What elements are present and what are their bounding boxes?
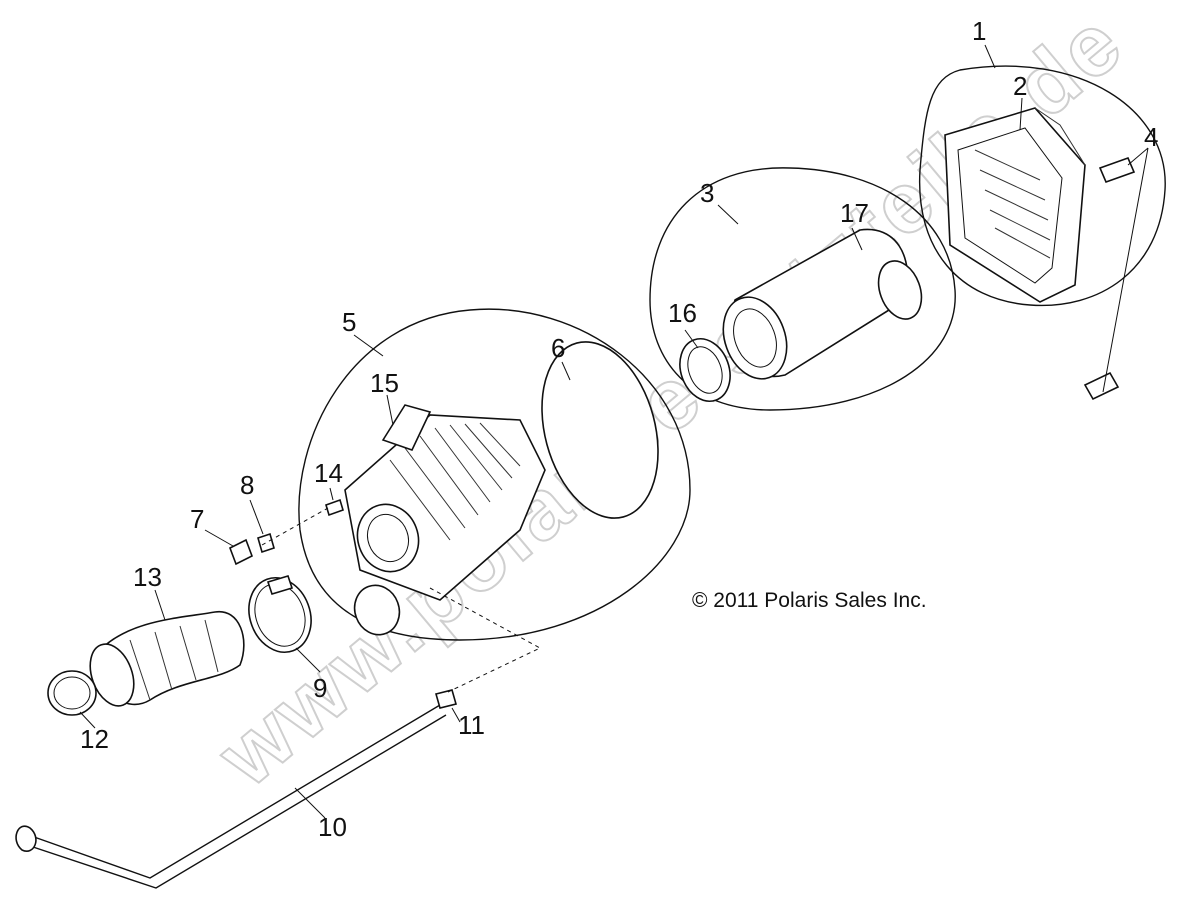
clamp-8	[257, 532, 275, 554]
callout-6: 6	[551, 333, 565, 363]
plug-7	[228, 538, 254, 566]
callout-7: 7	[190, 504, 204, 534]
callout-2: 2	[1013, 71, 1027, 101]
callout-8: 8	[240, 470, 254, 500]
callout-15: 15	[370, 368, 399, 398]
callout-5: 5	[342, 307, 356, 337]
callout-1: 1	[972, 16, 986, 46]
clamp-11	[435, 689, 457, 709]
callout-17: 17	[840, 198, 869, 228]
intake-boot-13	[89, 611, 245, 707]
group-outline-3	[649, 167, 956, 411]
callout-16: 16	[668, 298, 697, 328]
callout-9: 9	[313, 673, 327, 703]
hose-clamp-9	[248, 575, 312, 653]
callout-13: 13	[133, 562, 162, 592]
filter-ring-16	[679, 338, 731, 402]
airbox-cover	[944, 107, 1086, 303]
callout-3: 3	[700, 178, 714, 208]
callout-14: 14	[314, 458, 343, 488]
leader-lines	[79, 44, 1149, 819]
filter-element	[722, 228, 909, 380]
callout-12: 12	[80, 724, 109, 754]
o-ring-6	[541, 341, 659, 519]
copyright-text: © 2011 Polaris Sales Inc.	[692, 589, 927, 612]
drain-hose-10	[15, 704, 447, 889]
hose-clamp-12	[47, 670, 97, 716]
group-outline-1	[918, 65, 1166, 307]
cover-latches	[1083, 156, 1136, 401]
filter-ring-17	[877, 260, 923, 320]
airbox-body	[325, 404, 546, 636]
group-outline-5	[298, 308, 691, 641]
callout-4: 4	[1144, 122, 1158, 152]
callout-11: 11	[458, 710, 485, 740]
callout-10: 10	[318, 812, 347, 842]
